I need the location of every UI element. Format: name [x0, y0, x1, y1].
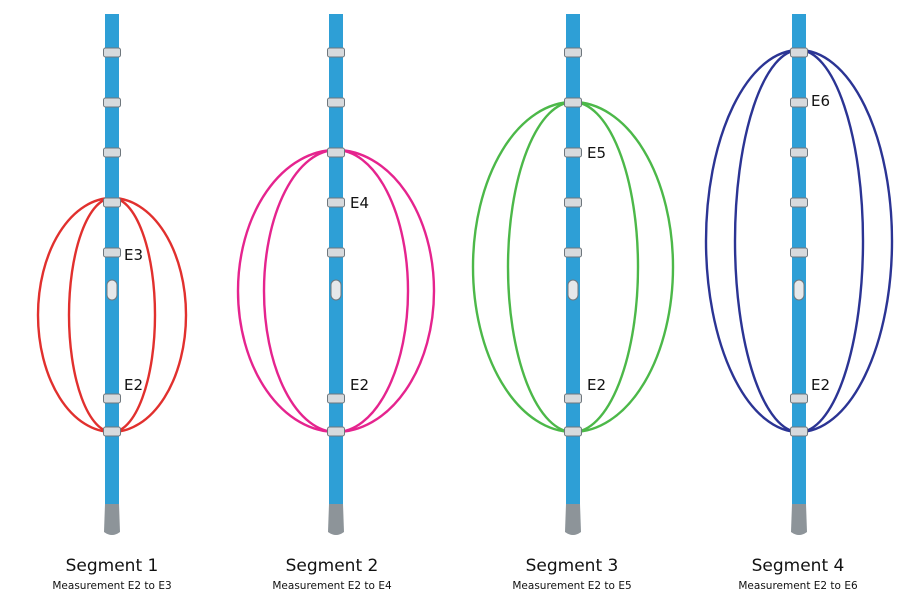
catheter	[103, 14, 121, 535]
catheter-shaft	[566, 14, 580, 504]
electrode-label-upper: E5	[587, 144, 606, 162]
electrode	[790, 97, 808, 108]
electrode	[327, 426, 345, 437]
electrode	[564, 197, 582, 208]
electrode	[103, 147, 121, 158]
catheter	[790, 14, 808, 535]
electrode-label-lower: E2	[350, 376, 369, 394]
catheter-tip	[565, 504, 581, 535]
segment-subtitle: Measurement E2 to E4	[272, 580, 392, 592]
electrode	[327, 147, 345, 158]
catheter-tip	[104, 504, 120, 535]
electrode	[103, 97, 121, 108]
electrode	[327, 393, 345, 404]
catheter-tip	[328, 504, 344, 535]
center-marker	[330, 279, 342, 301]
center-marker	[106, 279, 118, 301]
electrode	[103, 47, 121, 58]
segment-3: E5 E2	[471, 14, 675, 535]
catheter-tip	[791, 504, 807, 535]
electrode	[790, 47, 808, 58]
electrode	[564, 393, 582, 404]
electrode	[103, 197, 121, 208]
electrode-label-upper: E6	[811, 92, 830, 110]
electrode	[564, 247, 582, 258]
center-marker	[793, 279, 805, 301]
segment-3-caption: Segment 3 Measurement E2 to E5	[462, 556, 682, 593]
catheter-shaft	[105, 14, 119, 504]
catheter-shaft	[792, 14, 806, 504]
segment-title: Segment 3	[525, 556, 619, 576]
catheter-shaft	[329, 14, 343, 504]
electrode	[790, 426, 808, 437]
segment-1-caption: Segment 1 Measurement E2 to E3	[2, 556, 222, 593]
segment-subtitle: Measurement E2 to E6	[738, 580, 858, 592]
segment-2-caption: Segment 2 Measurement E2 to E4	[222, 556, 442, 593]
electrode-label-lower: E2	[811, 376, 830, 394]
electrode	[564, 97, 582, 108]
segment-subtitle: Measurement E2 to E5	[512, 580, 632, 592]
electrode	[327, 97, 345, 108]
segment-4: E6 E2	[704, 14, 894, 535]
electrode	[327, 47, 345, 58]
segment-title: Segment 4	[751, 556, 845, 576]
electrode	[103, 247, 121, 258]
electrode	[790, 393, 808, 404]
segment-title: Segment 1	[65, 556, 159, 576]
electrode	[103, 393, 121, 404]
electrode	[790, 197, 808, 208]
electrode	[327, 247, 345, 258]
segment-2: E4 E2	[236, 14, 436, 535]
catheter	[564, 14, 582, 535]
electrode-label-lower: E2	[587, 376, 606, 394]
segment-1: E3 E2	[36, 14, 188, 535]
electrode-label-lower: E2	[124, 376, 143, 394]
electrode	[790, 147, 808, 158]
segment-subtitle: Measurement E2 to E3	[52, 580, 172, 592]
electrode	[564, 47, 582, 58]
electrode	[103, 426, 121, 437]
electrode-label-upper: E3	[124, 246, 143, 264]
electrode	[327, 197, 345, 208]
catheter	[327, 14, 345, 535]
center-marker	[567, 279, 579, 301]
electrode	[564, 147, 582, 158]
electrode	[564, 426, 582, 437]
segment-4-caption: Segment 4 Measurement E2 to E6	[688, 556, 908, 593]
segment-title: Segment 2	[285, 556, 379, 576]
electrode-label-upper: E4	[350, 194, 369, 212]
electrode	[790, 247, 808, 258]
